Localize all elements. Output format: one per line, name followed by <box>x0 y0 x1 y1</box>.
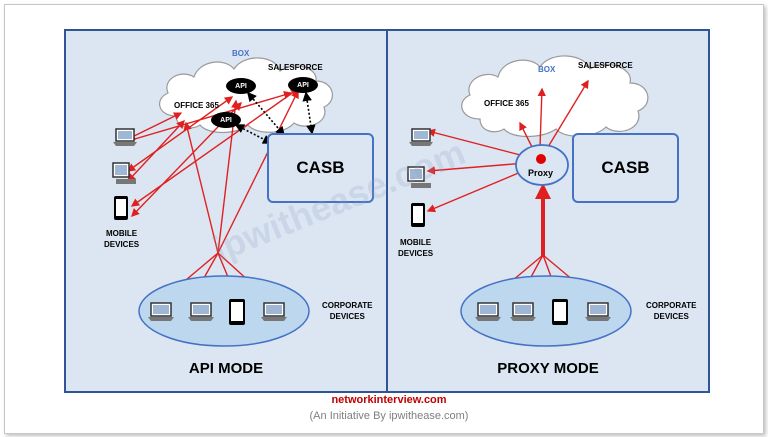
mobile-devices-label: MOBILE DEVICES <box>104 229 140 249</box>
tablet-icon <box>552 299 568 325</box>
proxy-node <box>515 144 569 186</box>
api-mode-drawing <box>112 57 333 347</box>
proxy-mode-drawing <box>407 55 649 347</box>
casb-box: CASB <box>572 133 679 203</box>
footer-tagline: (An Initiative By ipwithease.com) <box>309 410 469 422</box>
proxy-mode-title: PROXY MODE <box>497 360 599 377</box>
api-badge-office365: API <box>211 112 241 128</box>
laptop-icon <box>510 302 536 321</box>
laptop-icon <box>475 302 501 321</box>
api-badge-box: API <box>226 78 256 94</box>
laptop-icon <box>409 128 433 146</box>
cloud-service-office365: OFFICE 365 <box>174 101 219 110</box>
corporate-network <box>460 275 632 347</box>
tablet-icon <box>229 299 245 325</box>
proxy-dot-icon <box>536 154 546 164</box>
proxy-mode-panel: BOX SALESFORCE OFFICE 365 Proxy CASB MOB… <box>386 29 710 393</box>
footer-site: networkinterview.com <box>331 394 447 406</box>
corporate-network <box>138 275 310 347</box>
cloud-service-box: BOX <box>232 49 250 58</box>
cloud-service-salesforce: SALESFORCE <box>578 61 633 70</box>
cloud-service-office365: OFFICE 365 <box>484 99 529 108</box>
desktop-icon <box>112 162 136 184</box>
api-connections <box>234 91 316 144</box>
cloud-icon <box>461 55 649 138</box>
cloud-service-salesforce: SALESFORCE <box>268 63 323 72</box>
api-mode-panel: BOX SALESFORCE OFFICE 365 API API API CA… <box>64 29 388 393</box>
api-mode-title: API MODE <box>188 360 264 377</box>
laptop-icon <box>113 128 137 146</box>
casb-box: CASB <box>267 133 374 203</box>
cloud-service-box: BOX <box>538 65 556 74</box>
mobile-phone-icon <box>114 196 128 220</box>
laptop-icon <box>261 302 287 321</box>
laptop-icon <box>188 302 214 321</box>
mobile-phone-icon <box>411 203 425 227</box>
desktop-icon <box>407 166 431 188</box>
corporate-devices-label: CORPORATE DEVICES <box>322 301 373 321</box>
diagram-frame: BOX SALESFORCE OFFICE 365 API API API CA… <box>4 4 764 434</box>
corporate-devices-label: CORPORATE DEVICES <box>646 301 697 321</box>
laptop-icon <box>148 302 174 321</box>
laptop-icon <box>585 302 611 321</box>
mobile-devices-label: MOBILE DEVICES <box>398 238 434 258</box>
api-badge-salesforce: API <box>288 77 318 93</box>
proxy-label: Proxy <box>528 168 554 178</box>
